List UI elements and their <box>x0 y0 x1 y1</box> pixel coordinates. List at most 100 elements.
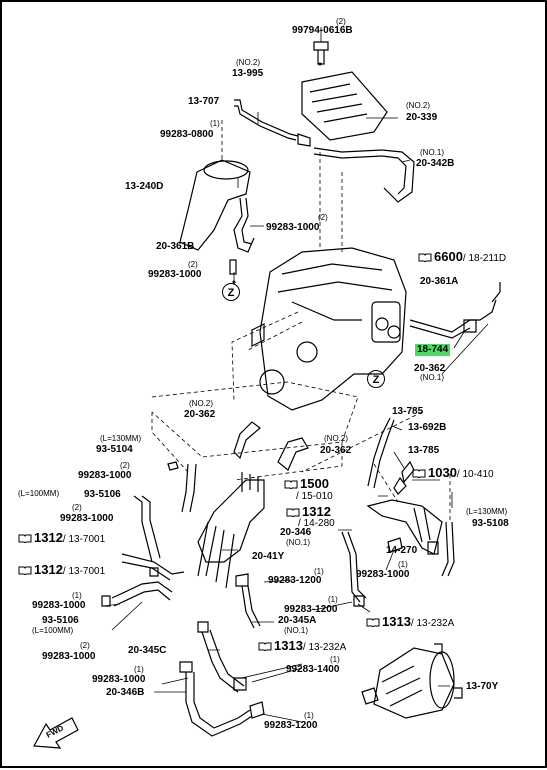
label-14-270: 14-270 <box>386 545 418 556</box>
label-20-345C: 20-345C <box>128 645 167 656</box>
book-icon <box>418 253 432 262</box>
label-20-346: 20-346 <box>280 527 312 538</box>
label-20-345A: 20-345A <box>278 615 317 626</box>
ref-1313-b[interactable]: 1313/ 13-232A <box>258 638 346 654</box>
label-99283-1200-a: 99283-1200 <box>268 575 322 586</box>
label-13-240D: 13-240D <box>125 181 164 192</box>
label-13-785-b: 13-785 <box>408 445 440 456</box>
hose-20-362-no2-b <box>277 437 309 471</box>
qty-99283-1400: (1) <box>330 655 340 664</box>
ref-1500[interactable]: 1500 <box>284 476 329 492</box>
ref-1312-a[interactable]: 1312 <box>286 504 331 520</box>
note-20-362-no2-a: (NO.2) <box>189 399 213 408</box>
note-20-342B: (NO.1) <box>420 148 444 157</box>
label-20-362-no1: 20-362 <box>414 363 446 374</box>
note-20-362-no2-b: (NO.2) <box>324 434 348 443</box>
hose-20-361B <box>233 197 255 253</box>
qty-99794: (2) <box>336 17 346 26</box>
ref-1312-b[interactable]: 1312/ 13-7001 <box>18 530 105 546</box>
qty-99283-1000-d: (2) <box>72 503 82 512</box>
qty-99283-1000-a: (2) <box>318 213 328 222</box>
label-93-5108: 93-5108 <box>472 518 509 529</box>
ref-1312-c[interactable]: 1312/ 13-7001 <box>18 562 105 578</box>
note-13-995: (NO.2) <box>236 58 260 67</box>
book-icon <box>258 642 272 651</box>
label-20-342B: 20-342B <box>416 158 455 169</box>
book-icon <box>284 480 298 489</box>
note-93-5108: (L=130MM) <box>466 507 508 516</box>
hose-20-346 <box>341 531 367 603</box>
label-99283-1000-g: 99283-1000 <box>42 651 96 662</box>
label-99283-1400: 99283-1400 <box>286 664 340 675</box>
label-99283-1000-c: 99283-1000 <box>78 470 132 481</box>
hose-93-5104 <box>181 463 197 513</box>
note-93-5104: (L=130MM) <box>100 434 142 443</box>
hose-1312-b <box>111 581 173 607</box>
label-99283-1000-e: 99283-1000 <box>356 569 410 580</box>
label-20-362-no2-a: 20-362 <box>184 409 216 420</box>
ref-1312-a-sub: / 14-280 <box>298 518 335 529</box>
z-marker-2: Z <box>367 370 385 388</box>
book-icon <box>412 469 426 478</box>
label-99283-1000-h: 99283-1000 <box>92 674 146 685</box>
label-18-744-highlighted[interactable]: 18-744 <box>415 344 451 356</box>
hose-20-345A <box>241 585 261 629</box>
label-99283-1200-c: 99283-1200 <box>264 720 318 731</box>
book-icon <box>18 534 32 543</box>
label-20-41Y: 20-41Y <box>252 551 285 562</box>
elbow-13-240D <box>179 159 251 251</box>
label-99283-1000-d: 99283-1000 <box>60 513 114 524</box>
label-99283-0800: 99283-0800 <box>160 129 214 140</box>
ref-1500-sub: / 15-010 <box>296 491 333 502</box>
label-99283-1000-f: 99283-1000 <box>32 600 86 611</box>
z-marker-1: Z <box>222 283 240 301</box>
label-99283-1000-a: 99283-1000 <box>266 222 320 233</box>
hose-13-785-a <box>367 417 395 489</box>
qty-99283-0800: (1) <box>210 119 220 128</box>
label-13-995: 13-995 <box>232 68 264 79</box>
book-icon <box>286 508 300 517</box>
note-20-346: (NO.1) <box>286 538 310 547</box>
qty-99283-1200-b: (1) <box>328 595 338 604</box>
label-20-362-no2-b: 20-362 <box>320 445 352 456</box>
label-20-361B: 20-361B <box>156 241 195 252</box>
hose-20-346B <box>185 672 253 737</box>
label-93-5104: 93-5104 <box>96 444 133 455</box>
ref-1313-a[interactable]: 1313/ 13-232A <box>366 614 454 630</box>
book-icon <box>366 618 380 627</box>
label-20-339: 20-339 <box>406 112 438 123</box>
qty-99283-1000-c: (2) <box>120 461 130 470</box>
note-20-339: (NO.2) <box>406 101 430 110</box>
hose-20-362-no2-a <box>233 421 261 460</box>
label-13-707: 13-707 <box>188 96 220 107</box>
label-99794-0616B: 99794-0616B <box>292 25 353 36</box>
hose-20-342B <box>313 147 415 203</box>
note-20-345A: (NO.1) <box>284 626 308 635</box>
qty-99283-1000-b: (2) <box>188 260 198 269</box>
ref-1030[interactable]: 1030/ 10-410 <box>412 465 494 481</box>
qty-99283-1000-g: (2) <box>80 641 90 650</box>
label-99283-1200-b: 99283-1200 <box>284 604 338 615</box>
label-93-5106-a: 93-5106 <box>84 489 121 500</box>
book-icon <box>18 566 32 575</box>
hose-93-5108 <box>441 521 455 577</box>
hose-20-361A <box>409 299 497 333</box>
hose-1312-a <box>121 553 185 575</box>
note-93-5106-a: (L=100MM) <box>18 489 60 498</box>
chamber-cover <box>301 71 388 141</box>
starter-motor <box>373 647 455 719</box>
qty-99283-1000-e: (1) <box>398 560 408 569</box>
label-93-5106-b: 93-5106 <box>42 615 79 626</box>
hose-13-707 <box>234 99 299 137</box>
qty-99283-1200-a: (1) <box>314 567 324 576</box>
fwd-arrow <box>33 717 79 749</box>
ref-6600[interactable]: 6600/ 18-211D <box>418 249 506 265</box>
label-13-692B: 13-692B <box>408 422 447 433</box>
qty-99283-1200-c: (1) <box>304 711 314 720</box>
label-99283-1000-b: 99283-1000 <box>148 269 202 280</box>
label-13-70Y: 13-70Y <box>466 681 499 692</box>
note-20-362-no1: (NO.1) <box>420 373 444 382</box>
bolt-part <box>313 41 329 65</box>
label-13-785-a: 13-785 <box>392 406 424 417</box>
